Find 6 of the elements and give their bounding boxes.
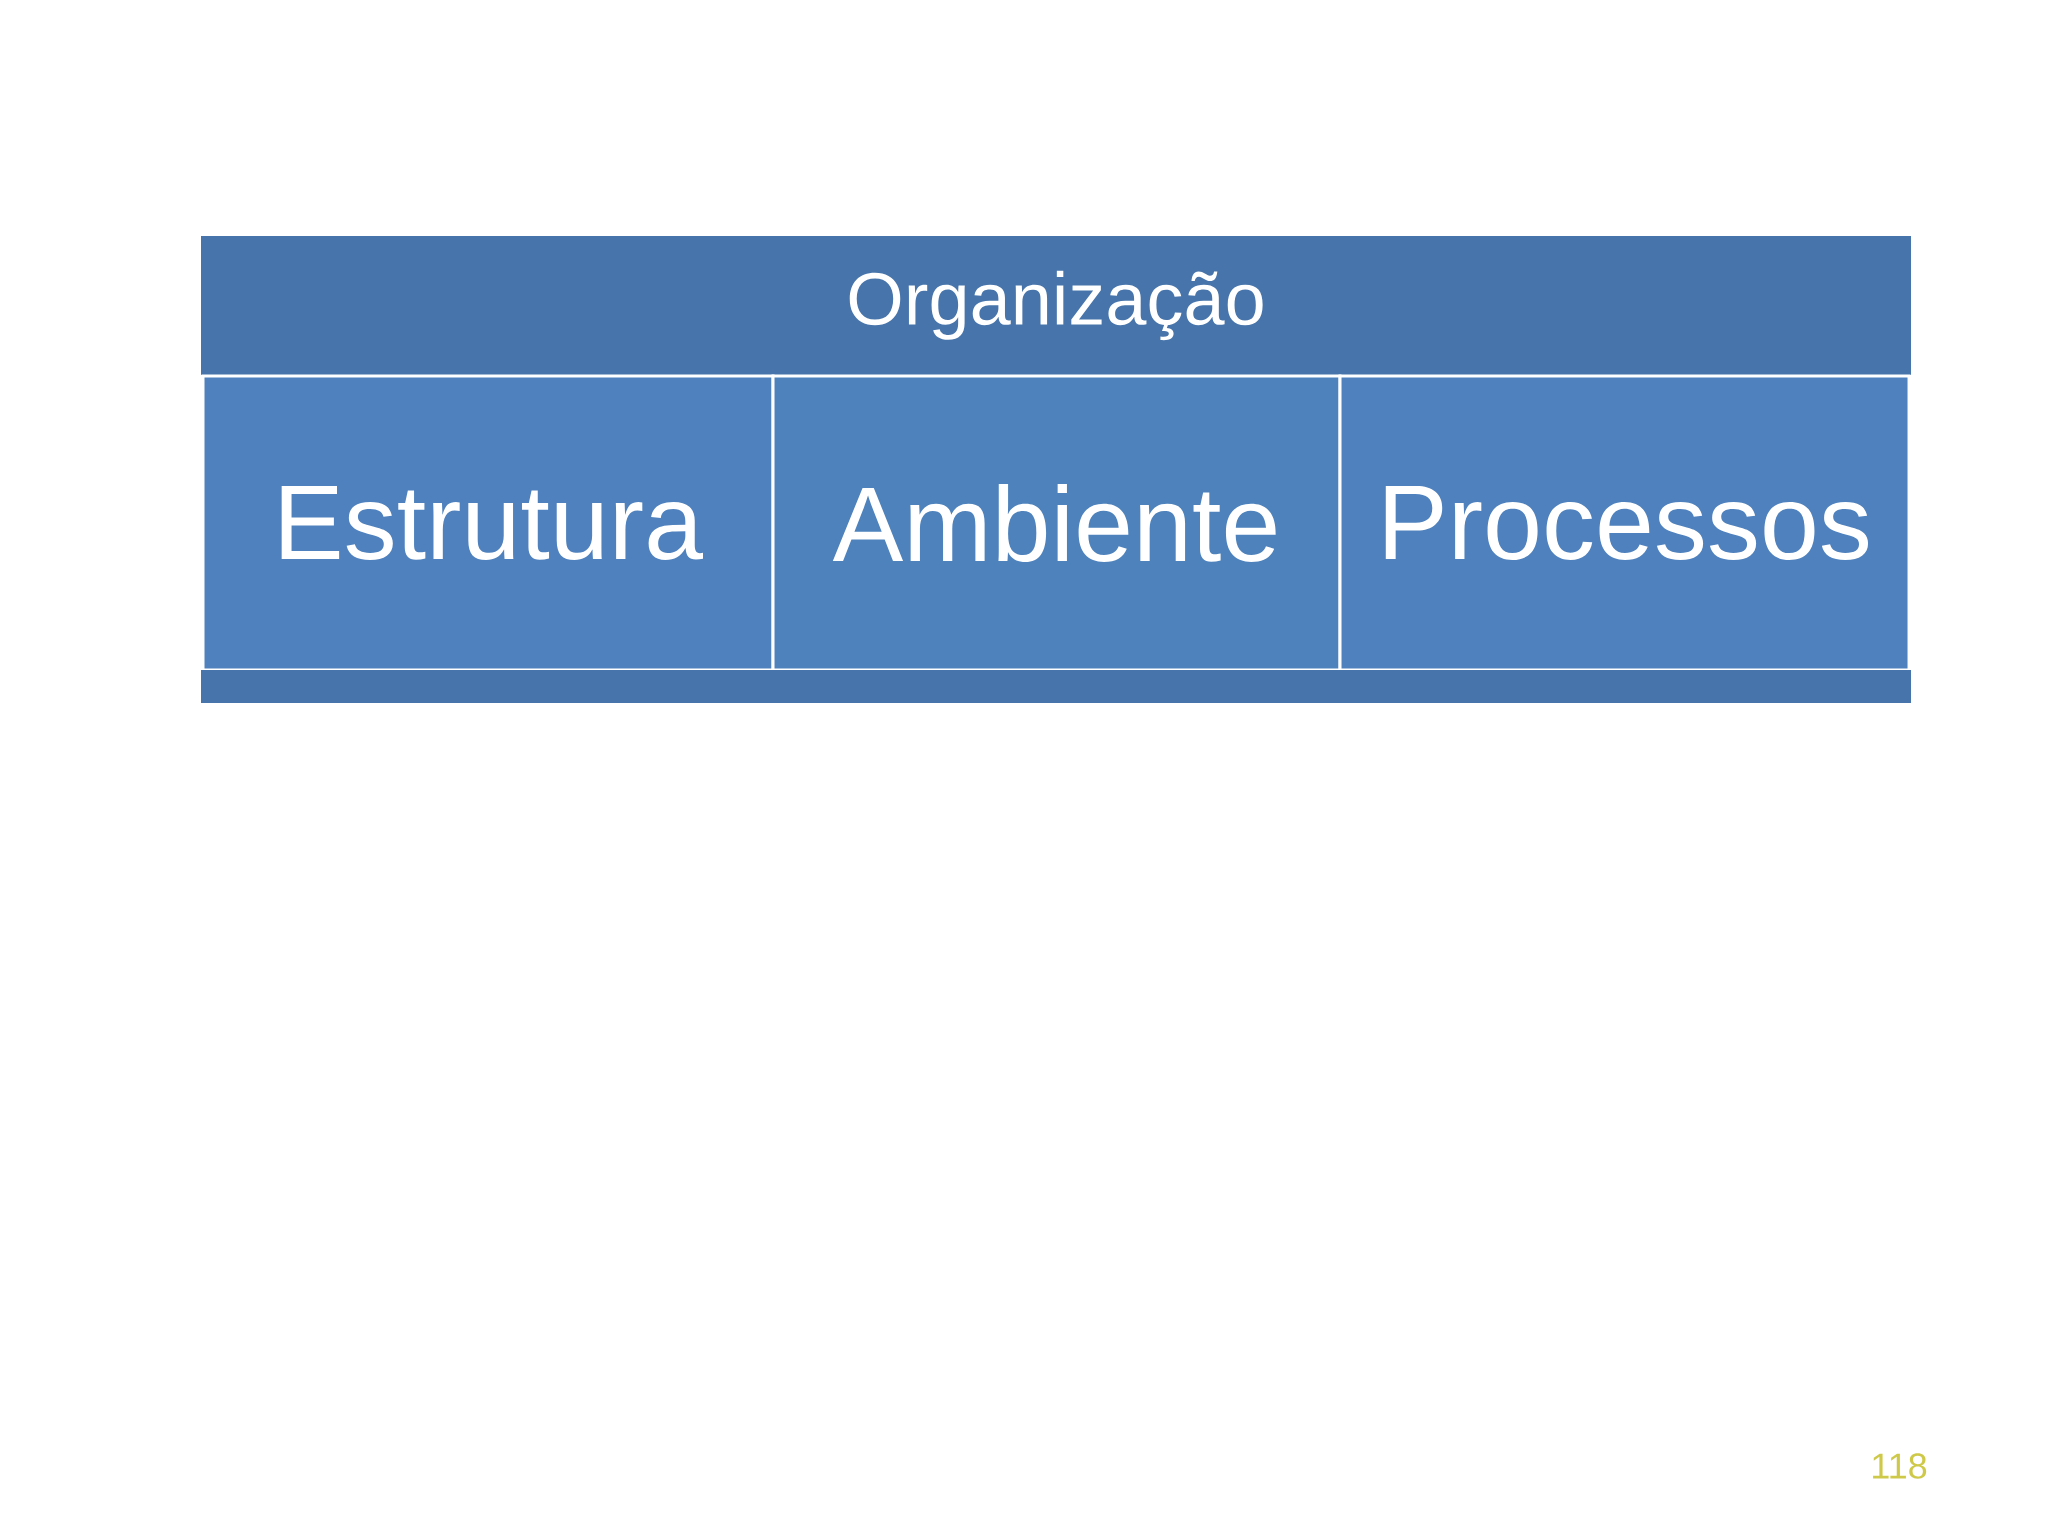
page-number: 118	[1873, 1453, 1927, 1479]
category-box: Processos	[1338, 374, 1911, 672]
header-band: Organização	[201, 236, 1912, 375]
category-box: Estrutura	[201, 374, 775, 672]
category-box: Ambiente	[771, 374, 1342, 672]
base-bar	[201, 670, 1912, 703]
